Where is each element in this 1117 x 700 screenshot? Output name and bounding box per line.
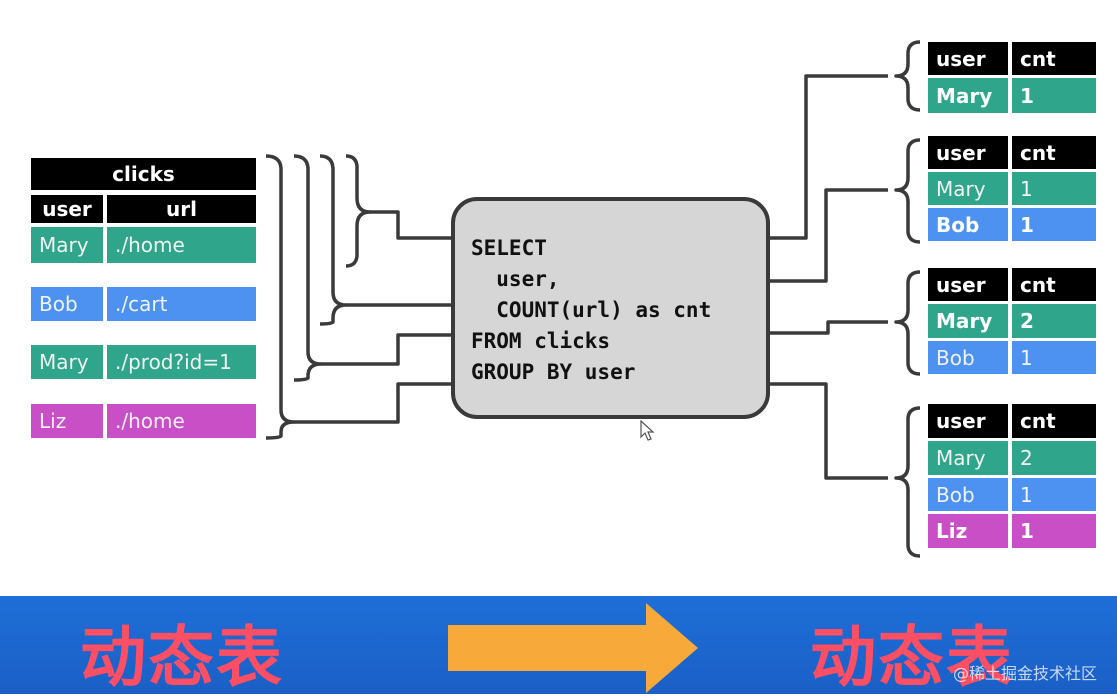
result-4-row-2-cnt: 1 bbox=[1012, 478, 1096, 511]
result-1-row-1-user: Mary bbox=[928, 78, 1008, 113]
result-brace-4 bbox=[894, 406, 921, 558]
result-2-row-1-user: Mary bbox=[928, 172, 1008, 205]
result-2-row-2-cnt: 1 bbox=[1012, 208, 1096, 241]
result-2-row-1-cnt: 1 bbox=[1012, 172, 1096, 205]
result-3-row-2-cnt: 1 bbox=[1012, 341, 1096, 374]
mouse-cursor-icon bbox=[640, 420, 655, 441]
source-col-url: url bbox=[107, 195, 256, 223]
source-row-3-url: ./prod?id=1 bbox=[107, 345, 256, 379]
result-brace-2 bbox=[894, 138, 921, 244]
result-4-row-1-user: Mary bbox=[928, 441, 1008, 475]
source-table-title: clicks bbox=[31, 158, 256, 190]
result-4-col-cnt: cnt bbox=[1012, 404, 1096, 438]
sql-query-text: SELECT user, COUNT(url) as cnt FROM clic… bbox=[471, 236, 712, 384]
right-arrow-icon bbox=[448, 603, 698, 693]
result-4-row-1-cnt: 2 bbox=[1012, 441, 1096, 475]
banner-left-label: 动态表 bbox=[80, 619, 284, 696]
result-3-col-cnt: cnt bbox=[1012, 268, 1096, 301]
source-row-3-user: Mary bbox=[31, 345, 103, 379]
result-2-row-2-user: Bob bbox=[928, 208, 1008, 241]
source-row-4-url: ./home bbox=[107, 404, 256, 438]
result-3-row-1-cnt: 2 bbox=[1012, 304, 1096, 338]
source-row-2-user: Bob bbox=[31, 287, 103, 321]
brace-row1 bbox=[345, 154, 372, 268]
result-3-col-user: user bbox=[928, 268, 1008, 301]
continuous-query-box: SELECT user, COUNT(url) as cnt FROM clic… bbox=[451, 197, 770, 419]
result-brace-1 bbox=[894, 40, 921, 112]
brace-rows1-3 bbox=[293, 154, 323, 382]
result-3-row-1-user: Mary bbox=[928, 304, 1008, 338]
source-col-user: user bbox=[31, 195, 103, 223]
banner-right-label: 动态表 bbox=[810, 619, 1014, 696]
brace-rows1-4 bbox=[265, 154, 296, 440]
result-4-row-3-user: Liz bbox=[928, 514, 1008, 548]
result-1-col-user: user bbox=[928, 42, 1008, 75]
result-2-col-user: user bbox=[928, 136, 1008, 169]
source-row-1-url: ./home bbox=[107, 227, 256, 263]
result-4-row-2-user: Bob bbox=[928, 478, 1008, 511]
result-4-col-user: user bbox=[928, 404, 1008, 438]
result-3-row-2-user: Bob bbox=[928, 341, 1008, 374]
result-4-row-3-cnt: 1 bbox=[1012, 514, 1096, 548]
watermark-text: @稀土掘金技术社区 bbox=[952, 664, 1097, 683]
result-2-col-cnt: cnt bbox=[1012, 136, 1096, 169]
source-row-1-user: Mary bbox=[31, 227, 103, 263]
result-1-col-cnt: cnt bbox=[1012, 42, 1096, 75]
brace-rows1-2 bbox=[319, 154, 348, 326]
result-1-row-1-cnt: 1 bbox=[1012, 78, 1096, 113]
result-brace-3 bbox=[894, 270, 921, 376]
source-row-2-url: ./cart bbox=[107, 287, 256, 321]
source-row-4-user: Liz bbox=[31, 404, 103, 438]
